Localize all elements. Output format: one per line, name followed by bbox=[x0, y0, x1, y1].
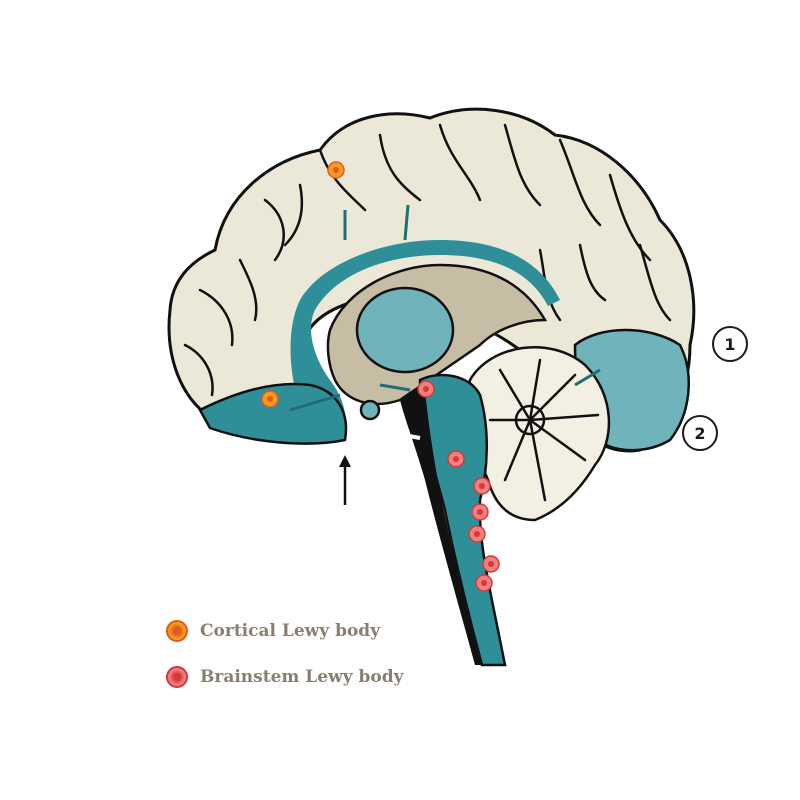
callout-2-label: 2 bbox=[694, 423, 706, 443]
white-arrow bbox=[364, 426, 421, 440]
brainstem-lewy-body-core-5 bbox=[474, 531, 480, 537]
brainstem-lewy-body-core-4 bbox=[477, 509, 483, 515]
temporal-lobe-teal bbox=[198, 382, 348, 445]
pituitary bbox=[359, 399, 381, 421]
brainstem-lewy-body-core-2 bbox=[453, 456, 459, 462]
cortical-lewy-bodies bbox=[261, 161, 345, 408]
cortical-lewy-body-core-1 bbox=[333, 167, 339, 173]
black-arrow-head bbox=[339, 455, 351, 467]
cortical-lewy-body-icon bbox=[166, 620, 188, 642]
cortical-lewy-body-core-2 bbox=[267, 396, 273, 402]
legend-cortical: Cortical Lewy body bbox=[166, 620, 380, 642]
cerebellum-folia bbox=[488, 358, 600, 502]
legend-brainstem: Brainstem Lewy body bbox=[166, 666, 404, 688]
callout-1: 1 bbox=[712, 326, 748, 362]
thalamus bbox=[355, 286, 455, 374]
legend-cortical-label: Cortical Lewy body bbox=[200, 621, 381, 641]
brainstem-lewy-body-core-1 bbox=[423, 386, 429, 392]
brainstem-lewy-bodies bbox=[417, 380, 500, 592]
brainstem-lewy-body-icon bbox=[166, 666, 188, 688]
callout-1-label: 1 bbox=[724, 334, 736, 354]
gyri-lines bbox=[183, 123, 672, 397]
brainstem-lewy-body-core-7 bbox=[481, 580, 487, 586]
brainstem-lewy-body-core-6 bbox=[488, 561, 494, 567]
brainstem-shadow bbox=[400, 388, 482, 665]
callout-2: 2 bbox=[682, 415, 718, 451]
legend-brainstem-label: Brainstem Lewy body bbox=[200, 667, 404, 687]
brainstem bbox=[418, 373, 507, 667]
propagation-arrows bbox=[289, 204, 601, 412]
brainstem-lewy-body-core-3 bbox=[479, 483, 485, 489]
white-arrow-head bbox=[360, 420, 372, 435]
